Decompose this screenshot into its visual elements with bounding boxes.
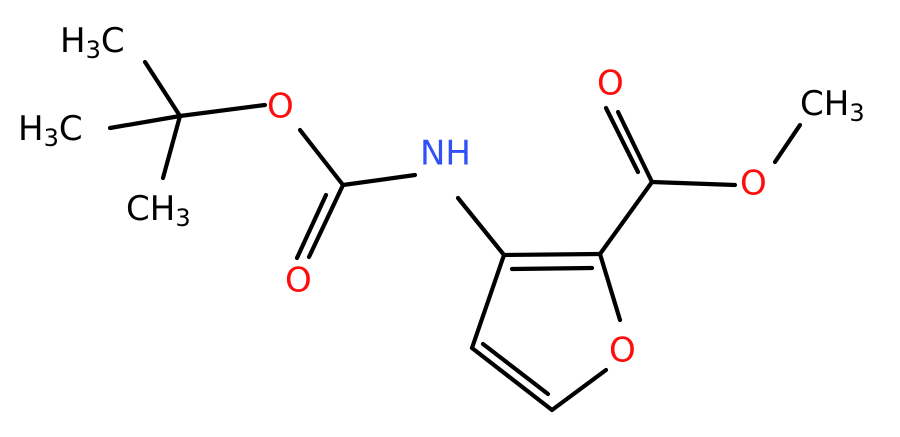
bond-carbonyl-c-o-1 — [306, 182, 346, 260]
bond-carbonyl-c-n — [340, 172, 418, 188]
bond-ester-c-o-ether — [649, 179, 738, 188]
bond-ring-c2-o — [597, 251, 623, 323]
bond-cquat-ch3-bottom — [160, 113, 183, 181]
label-boc-carbonyl-oxygen: O — [285, 261, 312, 301]
bond-ring-c4-c3 — [469, 252, 507, 351]
bond-cquat-ch3-top — [142, 59, 183, 119]
bond-ring-c3-c2 — [501, 251, 603, 258]
bond-n-ring-c3 — [455, 195, 507, 258]
bond-ring-o-c5 — [549, 367, 609, 413]
label-ch3-mid: H3C — [18, 109, 83, 153]
bond-cquat-ch3-mid — [107, 113, 183, 131]
bond-cquat-o — [177, 102, 268, 119]
bond-ring-c5-c4-double — [480, 341, 551, 397]
label-ester-methyl: CH3 — [800, 84, 865, 128]
label-boc-ether-oxygen: O — [267, 87, 294, 127]
label-ch3-bottom: CH3 — [126, 189, 191, 233]
label-ester-carbonyl-oxygen: O — [597, 64, 624, 104]
bond-ring-c5-c4 — [469, 345, 555, 413]
bond-c2-ester-c — [597, 179, 655, 257]
label-nh: NH — [420, 134, 471, 174]
bond-o-ester-methyl — [772, 122, 803, 165]
bond-carbonyl-c-o-2 — [294, 192, 329, 261]
label-ch3-top: H3C — [60, 21, 125, 65]
label-ester-ether-oxygen: O — [740, 164, 767, 204]
bond-ester-c-o-2 — [603, 105, 641, 175]
bond-o-carbonyl-c — [297, 127, 346, 188]
bond-ring-c3-c2-double — [509, 265, 595, 272]
label-ring-oxygen: O — [609, 331, 636, 371]
bond-ester-c-o-1 — [615, 109, 655, 185]
